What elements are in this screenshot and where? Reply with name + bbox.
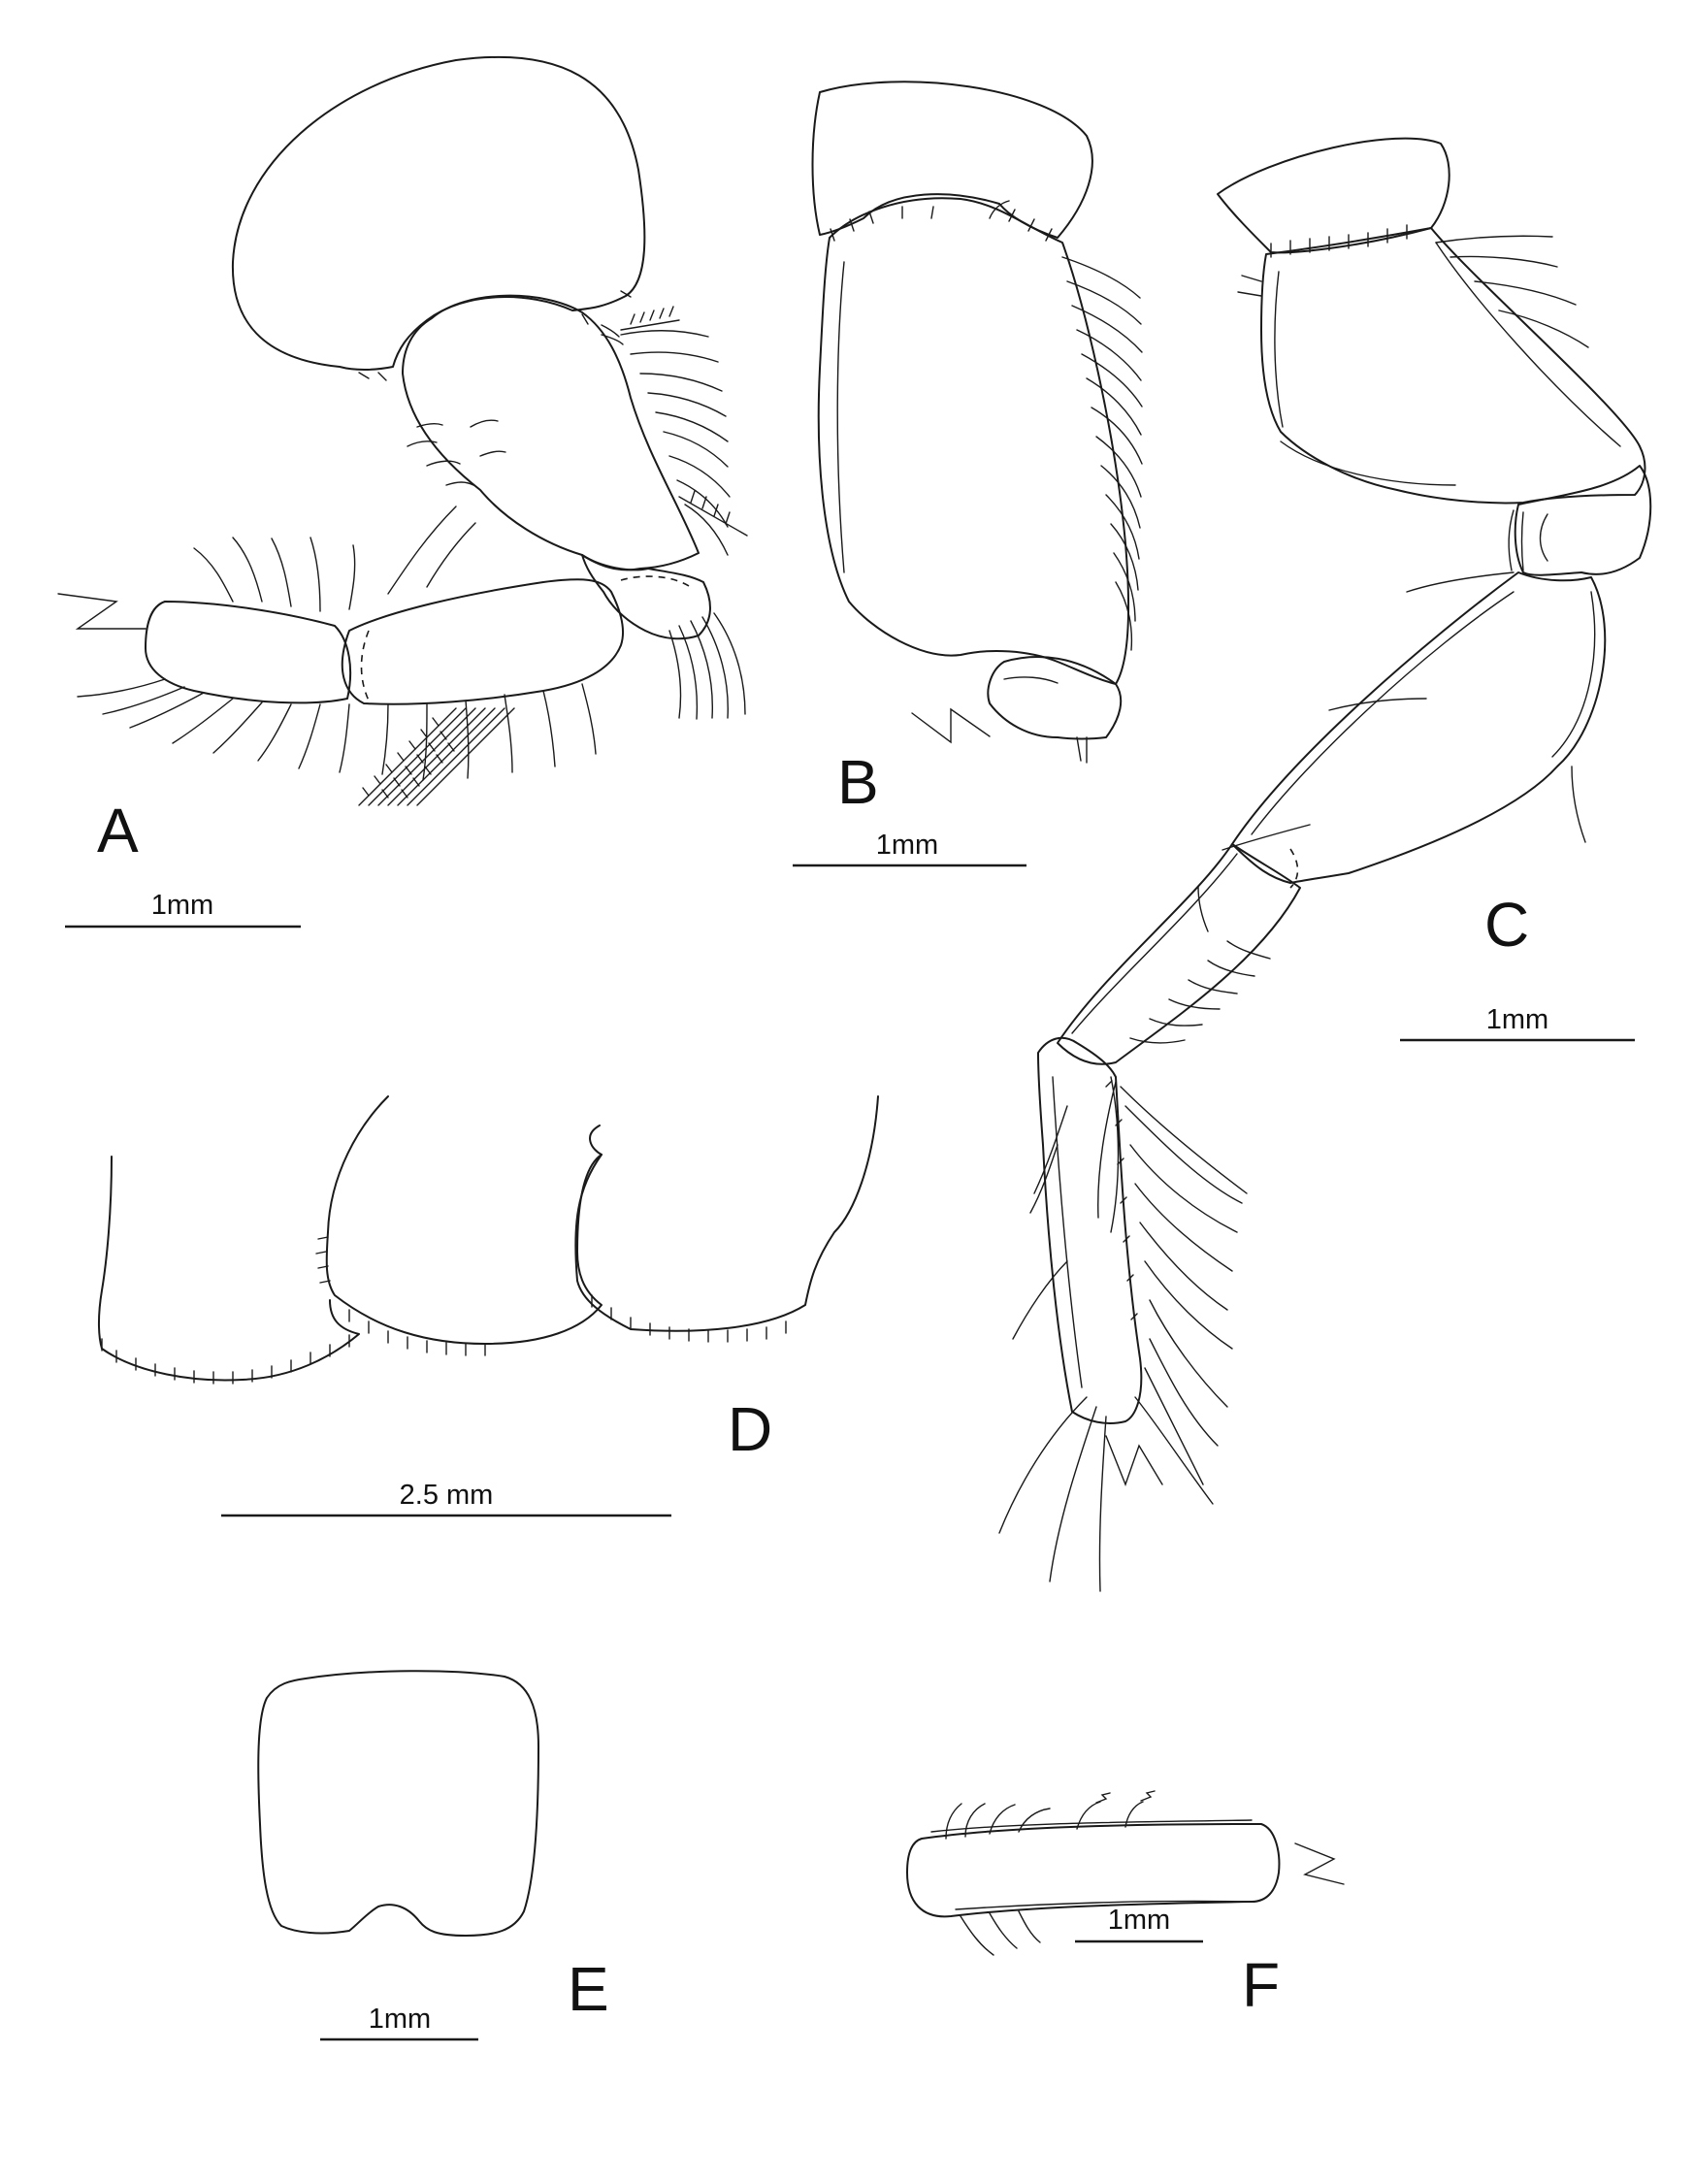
panel-a-drawing <box>57 55 748 806</box>
panel-e-drawing <box>257 1670 539 1937</box>
panel-label-d: D <box>728 1394 772 1464</box>
panel-f-drawing <box>906 1790 1345 1956</box>
scale-label-f: 1mm <box>1108 1905 1170 1936</box>
panel-label-f: F <box>1242 1950 1280 2020</box>
panel-label-b: B <box>837 747 879 817</box>
panel-label-a: A <box>97 796 139 865</box>
scale-label-a: 1mm <box>151 890 213 921</box>
scale-label-e: 1mm <box>369 2004 431 2035</box>
panel-label-e: E <box>568 1954 609 2024</box>
scale-label-c: 1mm <box>1486 1004 1548 1035</box>
panel-d-drawing <box>98 1095 879 1385</box>
panel-b-drawing <box>811 81 1143 764</box>
panel-label-c: C <box>1484 890 1529 960</box>
scale-label-b: 1mm <box>876 830 938 861</box>
scale-label-d: 2.5 mm <box>400 1480 494 1511</box>
panel-c-drawing <box>998 137 1652 1592</box>
